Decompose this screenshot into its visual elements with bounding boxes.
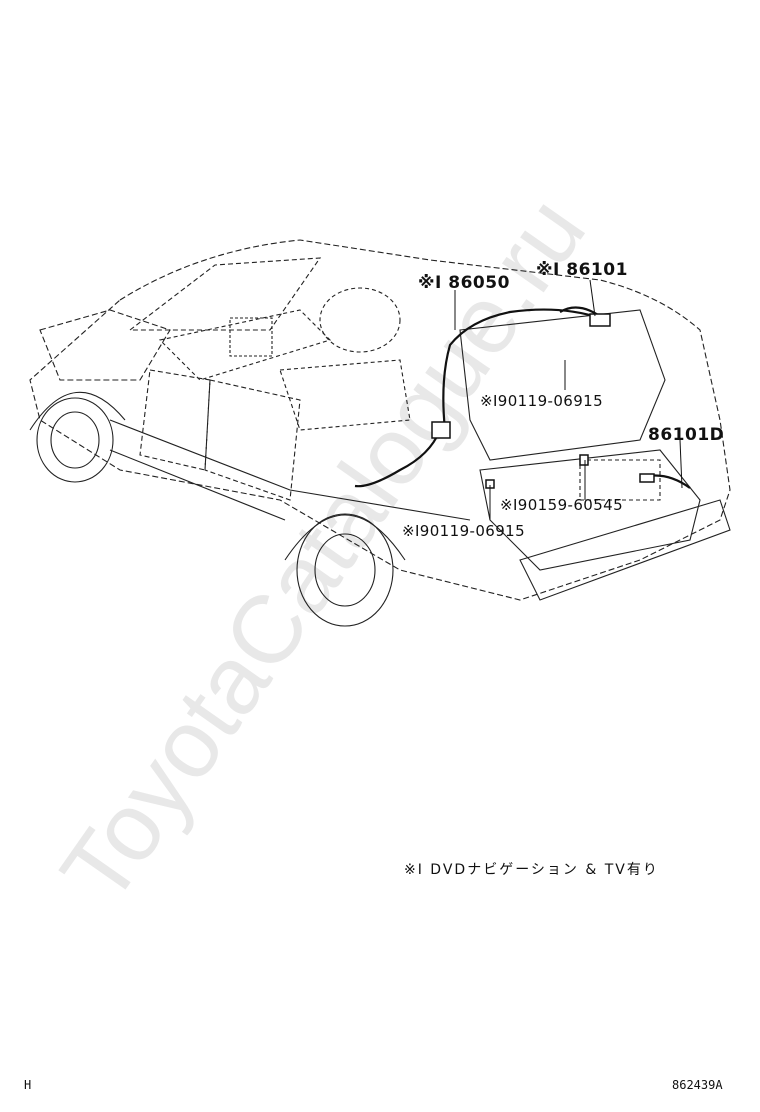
front-wheel <box>36 397 114 483</box>
front-door <box>139 369 211 471</box>
rear-bumper <box>519 499 731 601</box>
label-86101: ※I 86101 <box>536 260 628 280</box>
windshield <box>128 257 322 331</box>
label-190159-60545: ※I90159-60545 <box>500 496 624 514</box>
footnote-dvd-navigation: ※I DVDナビゲーション & TV有り <box>404 862 659 878</box>
connector-86101 <box>589 313 611 327</box>
connector-86050 <box>431 421 451 439</box>
label-86101D: 86101D <box>648 425 725 445</box>
diagram-number: 862439A <box>672 1078 723 1092</box>
corner-code-left: H <box>24 1078 32 1092</box>
connector-86101D <box>639 473 655 483</box>
roof-outline <box>29 239 731 601</box>
side-beltline <box>109 419 471 521</box>
label-190119-06915-top: ※I90119-06915 <box>480 392 604 410</box>
hood <box>39 309 171 381</box>
license-plate-area <box>579 459 661 501</box>
label-86050: ※I 86050 <box>418 273 510 293</box>
clamp-190159 <box>579 454 589 466</box>
rear-hatch-glass <box>459 309 666 461</box>
label-190119-06915-bottom: ※I90119-06915 <box>402 522 526 540</box>
center-display <box>229 317 273 357</box>
rear-door <box>204 379 301 501</box>
dashboard <box>158 309 332 381</box>
leader-86101 <box>589 279 596 317</box>
leader-86101D <box>679 439 683 489</box>
steering-wheel <box>319 287 401 353</box>
rear-wheel <box>296 513 394 627</box>
